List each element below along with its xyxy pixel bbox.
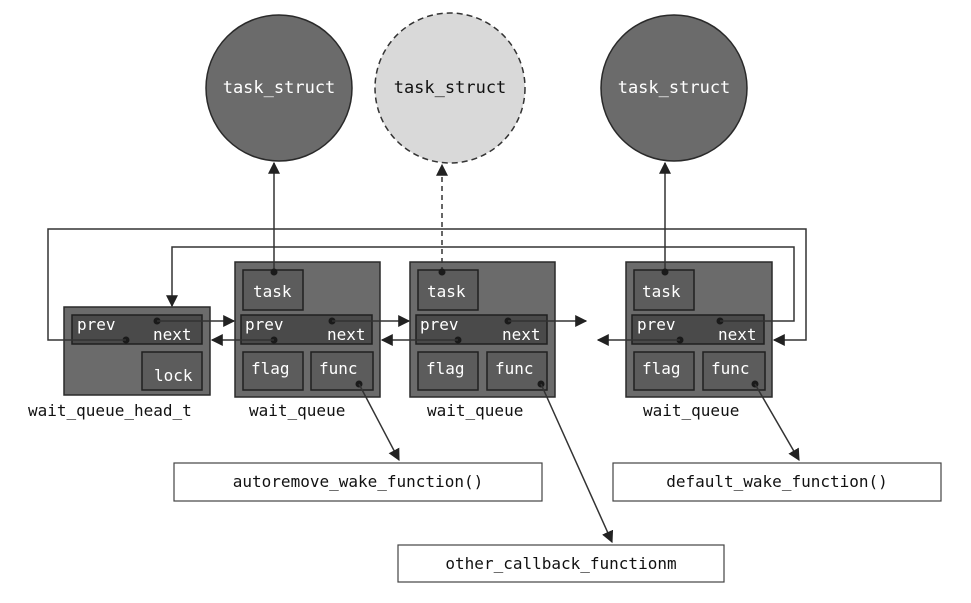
prev-label: prev [245,315,284,334]
prev-label: prev [637,315,676,334]
head-prev-label: prev [77,315,116,334]
next-wrap-arrow [166,246,795,322]
head-lock-label: lock [154,366,193,385]
wait-queue-1: task prev next flag func [234,261,381,398]
function-label: autoremove_wake_function() [233,472,483,491]
func-arrow [754,383,800,462]
flag-field-label: flag [642,359,681,378]
pointer-dot [270,268,278,276]
task-struct-label: task_struct [394,78,507,98]
function-box-autoremove: autoremove_wake_function() [173,462,543,502]
task-field-label: task [642,282,681,301]
wait-queue-head: prev next lock [63,306,211,396]
queue-caption: wait_queue [427,401,523,420]
wait-queue-2: task prev next flag func [409,261,556,398]
prev-wrap-arrow [47,228,807,346]
func-field-label: func [711,359,750,378]
func-field-label: func [495,359,534,378]
queue-caption: wait_queue [643,401,739,420]
function-label: default_wake_function() [666,472,888,491]
next-label: next [327,325,366,344]
head-caption: wait_queue_head_t [28,401,192,420]
func-field-label: func [319,359,358,378]
task-struct-label: task_struct [223,78,336,98]
function-label: other_callback_functionm [445,554,676,573]
function-box-other: other_callback_functionm [397,544,725,583]
prev-pointers [47,228,807,346]
task-struct-circle-1: task_struct [205,14,353,162]
task-field-label: task [253,282,292,301]
task-field-label: task [427,282,466,301]
func-arrow [358,383,400,462]
func-pointers [355,380,800,544]
wait-queue-3: task prev next flag func [625,261,773,398]
next-label: next [718,325,757,344]
head-next-label: next [153,325,192,344]
pointer-dot [661,268,669,276]
prev-label: prev [420,315,459,334]
flag-field-label: flag [426,359,465,378]
task-struct-circle-2: task_struct [374,12,526,164]
task-pointers [268,161,671,276]
func-arrow [540,383,614,544]
function-box-default: default_wake_function() [612,462,942,502]
next-pointers [153,246,795,327]
next-label: next [502,325,541,344]
flag-field-label: flag [251,359,290,378]
queue-caption: wait_queue [249,401,345,420]
task-struct-circle-3: task_struct [600,14,748,162]
task-struct-label: task_struct [618,78,731,98]
pointer-dot [438,268,446,276]
